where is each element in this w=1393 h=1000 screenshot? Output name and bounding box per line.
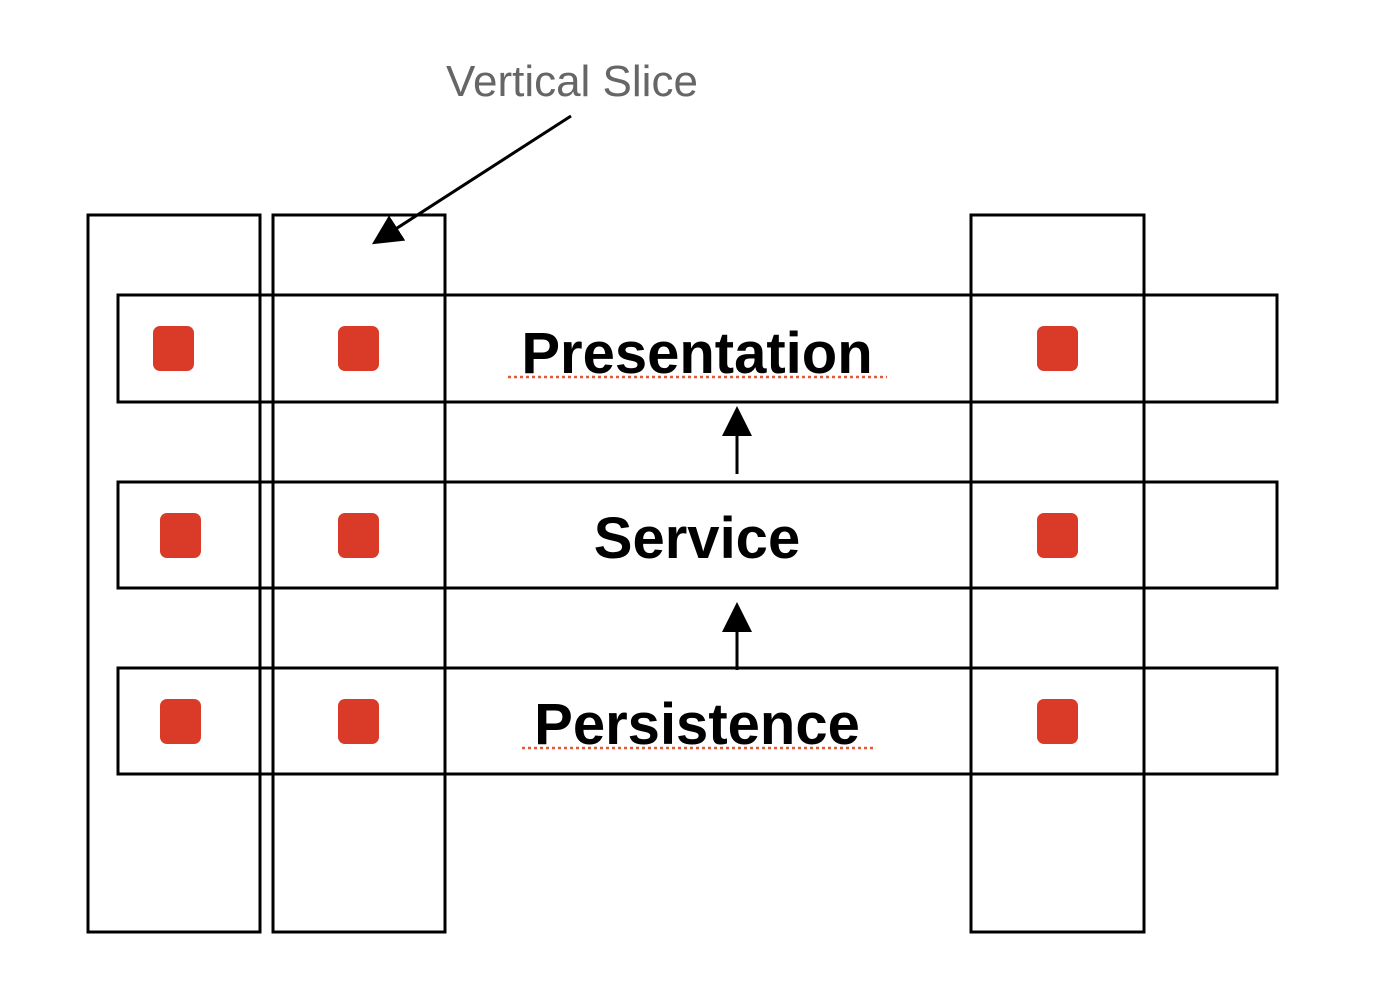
feature-marker bbox=[160, 513, 201, 558]
feature-marker bbox=[338, 326, 379, 371]
service-layer-label: Service bbox=[594, 506, 800, 571]
feature-marker bbox=[1037, 699, 1078, 744]
vertical-slice-column-1 bbox=[86, 213, 262, 934]
feature-marker bbox=[338, 699, 379, 744]
presentation-layer-label: Presentation bbox=[521, 321, 872, 386]
feature-marker bbox=[1037, 513, 1078, 558]
vertical-slice-column-2 bbox=[271, 213, 447, 934]
persistence-layer-box bbox=[116, 666, 1279, 776]
service-layer-box bbox=[116, 480, 1279, 590]
vertical-slice-column-3 bbox=[969, 213, 1146, 934]
feature-marker bbox=[153, 326, 194, 371]
vertical-slice-callout-label: Vertical Slice bbox=[446, 57, 698, 106]
persistence-layer-label: Persistence bbox=[534, 692, 860, 757]
feature-marker bbox=[160, 699, 201, 744]
feature-marker bbox=[1037, 326, 1078, 371]
vertical-slice-callout-arrow bbox=[371, 114, 572, 245]
feature-marker bbox=[338, 513, 379, 558]
presentation-layer-box bbox=[116, 293, 1279, 404]
